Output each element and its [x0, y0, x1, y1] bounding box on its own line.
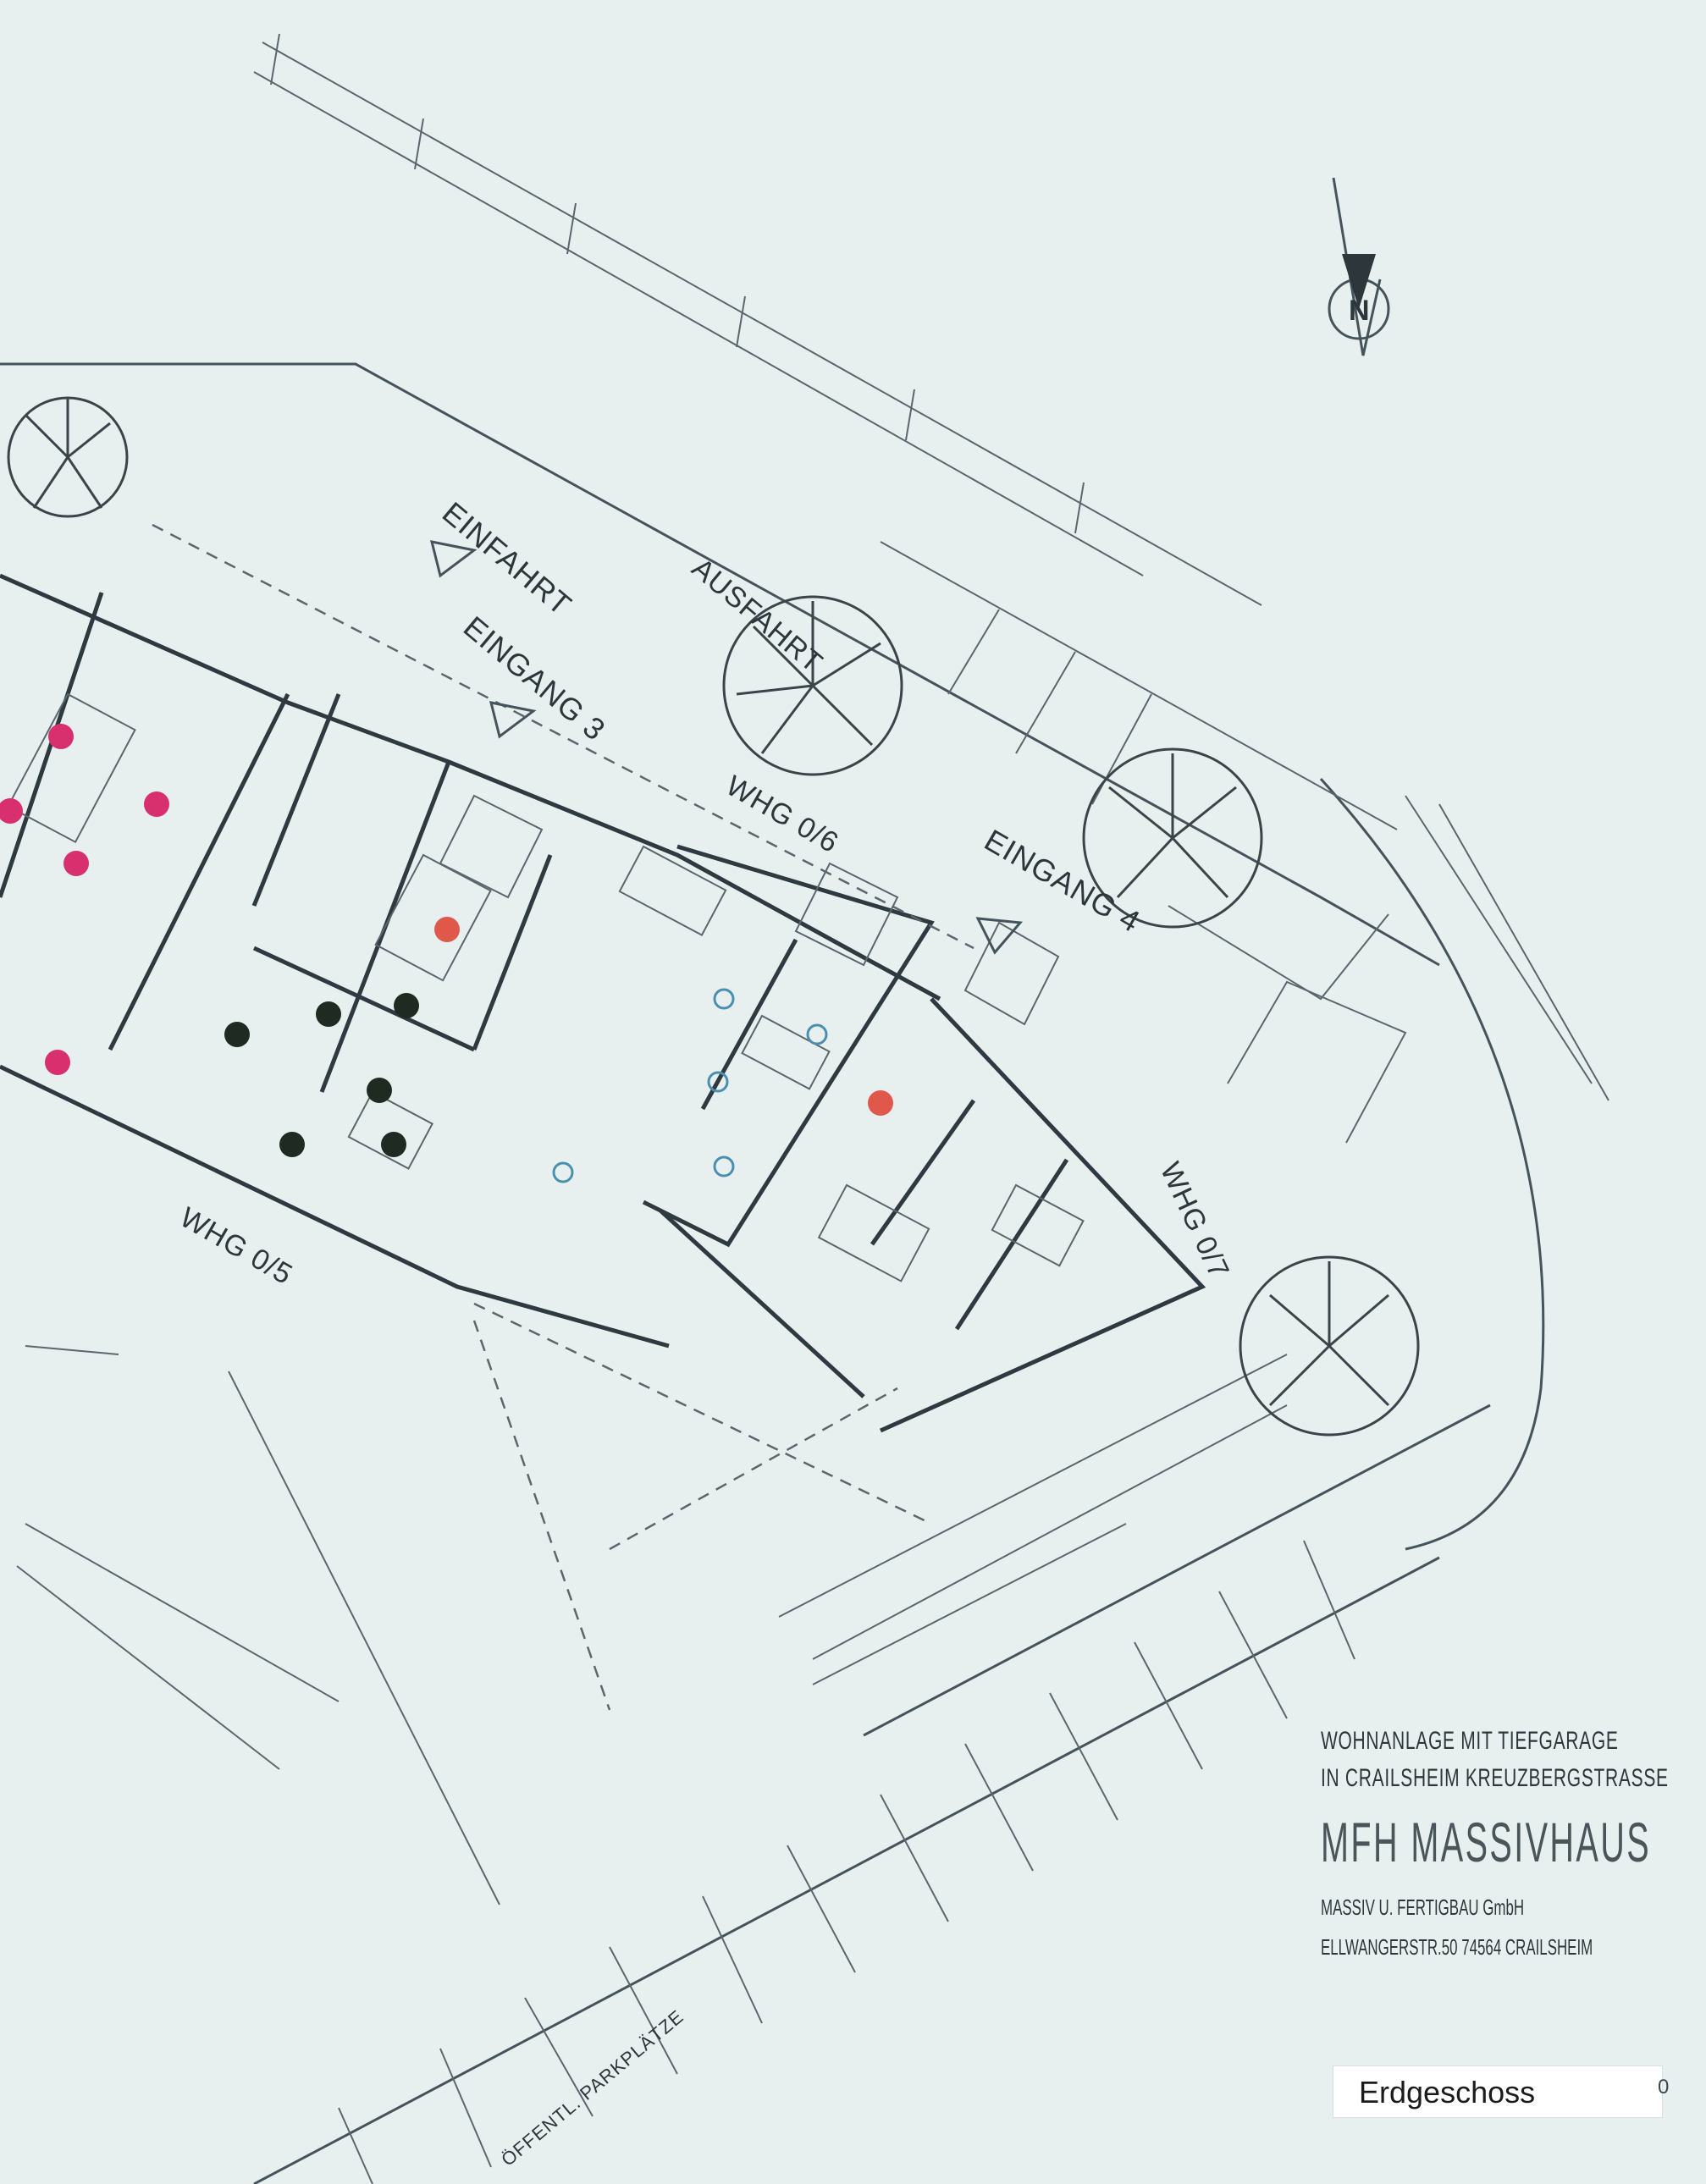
building-walls [0, 573, 1206, 1433]
top-dimension-line [253, 33, 1262, 606]
project-title-line-2: IN CRAILSHEIM KREUZBERGSTRASSE [1321, 1764, 1669, 1792]
company-address: ELLWANGERSTR.50 74564 CRAILSHEIM [1321, 1934, 1593, 1960]
marker-black [394, 993, 419, 1018]
title-block: WOHNANLAGE MIT TIEFGARAGE IN CRAILSHEIM … [1321, 1727, 1693, 1974]
marker-blue-ring [707, 1071, 729, 1093]
floor-label: Erdgeschoss [1333, 2065, 1663, 2118]
north-arrow-icon: N [1328, 177, 1390, 356]
marker-red [434, 917, 460, 942]
marker-red [868, 1090, 893, 1116]
room-markers [0, 724, 893, 1183]
parking-stalls [338, 1540, 1355, 2184]
tree-2 [722, 595, 903, 776]
marker-black [279, 1132, 305, 1157]
label-ausfahrt: AUSFAHRT [686, 552, 829, 679]
entrance-arrow [975, 917, 1024, 955]
label-eingang-3: EINGANG 3 [457, 609, 612, 747]
label-whg-0-7: WHG 0/7 [1154, 1157, 1235, 1283]
marker-black [224, 1022, 250, 1047]
entrance-arrow [489, 701, 537, 739]
dashed-lines [152, 523, 974, 1711]
site-boundary [0, 362, 1609, 2184]
interior-details [7, 692, 1085, 1282]
company-name: MASSIV U. FERTIGBAU GmbH [1321, 1894, 1525, 1920]
project-title-line-1: WOHNANLAGE MIT TIEFGARAGE [1321, 1727, 1619, 1755]
north-letter: N [1349, 295, 1371, 327]
marker-magenta [48, 724, 74, 749]
marker-black [367, 1078, 392, 1103]
marker-black [381, 1132, 406, 1157]
marker-magenta [45, 1050, 70, 1075]
tree-3 [1082, 747, 1263, 929]
tree-4 [1239, 1255, 1420, 1437]
marker-magenta [0, 798, 23, 824]
marker-magenta [63, 851, 89, 876]
tree-1 [7, 396, 129, 518]
label-whg-0-6: WHG 0/6 [720, 769, 844, 859]
upper-parking-stalls [880, 541, 1407, 1144]
sheet-mark: 0 [1658, 2076, 1670, 2099]
marker-blue-ring [713, 1155, 735, 1177]
marker-blue-ring [806, 1023, 828, 1045]
marker-black [316, 1001, 341, 1027]
label-whg-0-5: WHG 0/5 [174, 1201, 298, 1291]
brand-name: MFH MASSIVHAUS [1321, 1811, 1652, 1873]
marker-magenta [144, 791, 169, 817]
bottom-dimension-lines [16, 795, 1593, 1905]
marker-blue-ring [552, 1161, 574, 1183]
entrance-arrow [429, 540, 478, 578]
marker-blue-ring [713, 988, 735, 1010]
label-oeffentl-parkplaetze: ÖFFENTL. PARKPLÄTZE [497, 2005, 687, 2170]
label-einfahrt: EINFAHRT [436, 495, 578, 623]
